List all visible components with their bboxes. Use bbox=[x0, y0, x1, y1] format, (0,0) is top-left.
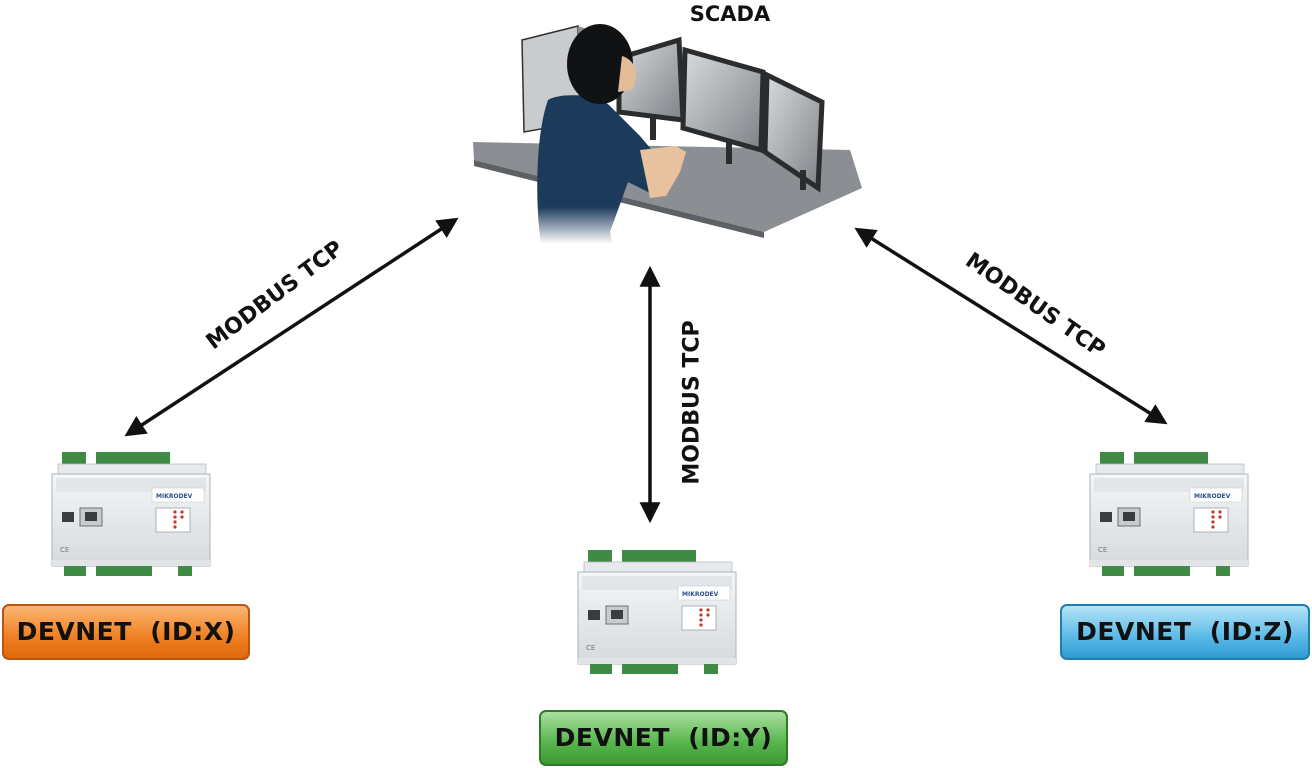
device-z-image bbox=[1089, 451, 1249, 577]
scada-title: SCADA bbox=[689, 2, 771, 26]
protocol-label-center: MODBUS TCP bbox=[679, 320, 705, 485]
device-label-z: DEVNET (ID:Z) bbox=[1060, 604, 1310, 660]
device-label-x: DEVNET (ID:X) bbox=[2, 604, 250, 660]
link-arrow-right bbox=[854, 227, 1168, 425]
link-arrow-left bbox=[124, 217, 459, 437]
scada-workstation bbox=[473, 24, 862, 244]
device-x-image bbox=[51, 451, 211, 577]
device-label-y: DEVNET (ID:Y) bbox=[539, 710, 788, 766]
device-y-image bbox=[577, 549, 737, 675]
